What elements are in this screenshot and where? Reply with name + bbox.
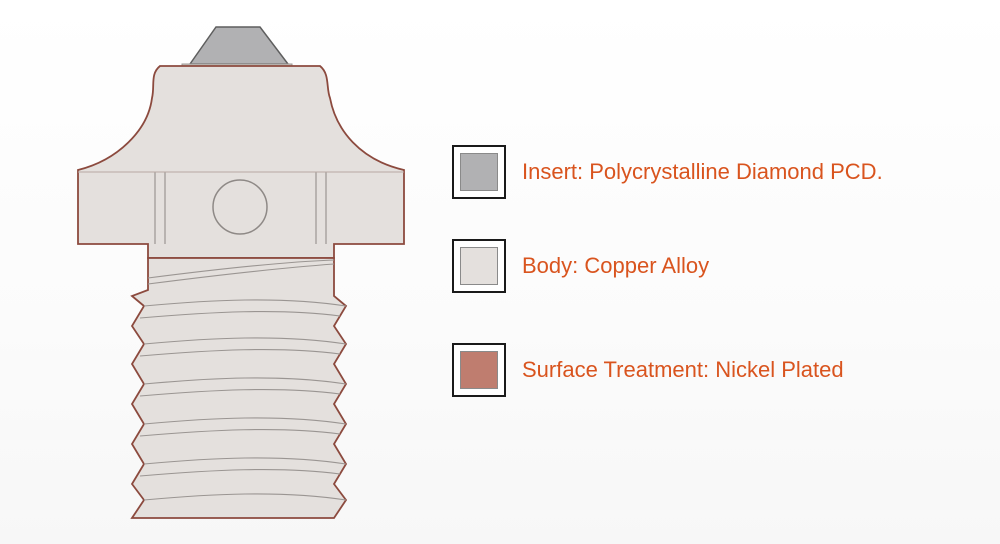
legend-item-body: Body: Copper Alloy <box>452 238 709 294</box>
legend-swatch-frame <box>452 239 506 293</box>
legend-label-surface: Surface Treatment: Nickel Plated <box>522 357 844 382</box>
surface-swatch <box>460 351 498 389</box>
legend-swatch-frame <box>452 343 506 397</box>
insert-swatch <box>460 153 498 191</box>
legend-item-surface: Surface Treatment: Nickel Plated <box>452 342 844 398</box>
pcd-insert-tip <box>188 26 290 65</box>
nozzle-head <box>77 65 405 259</box>
legend-swatch-frame <box>452 145 506 199</box>
cross-hole <box>212 179 268 235</box>
body-swatch <box>460 247 498 285</box>
legend-item-insert: Insert: Polycrystalline Diamond PCD. <box>452 144 883 200</box>
legend-label-insert: Insert: Polycrystalline Diamond PCD. <box>522 159 883 184</box>
thread-section <box>130 257 348 519</box>
legend-label-body: Body: Copper Alloy <box>522 253 710 278</box>
thread-helix-lines <box>139 259 347 501</box>
